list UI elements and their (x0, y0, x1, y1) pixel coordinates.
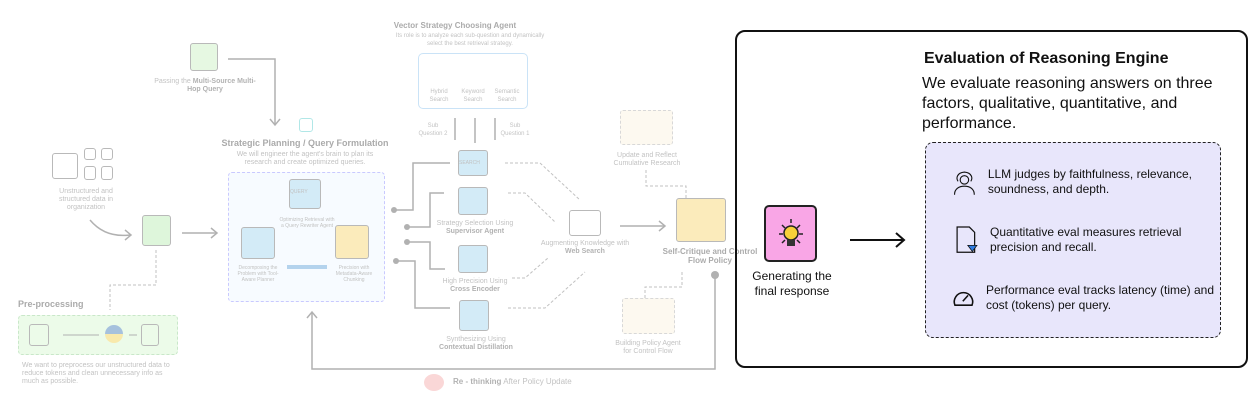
evaluation-factors-box: LLM judges by faithfulness, relevance, s… (925, 142, 1221, 338)
documents-icon (141, 324, 159, 346)
check-query-icon (190, 43, 218, 71)
python-icon (105, 325, 123, 343)
sub-question-2: Sub Question 2 (418, 123, 448, 137)
preprocessing-box (18, 315, 178, 355)
judge-icon (953, 171, 975, 195)
planning-box: QUERY Optimizing Retrieval with a Query … (228, 172, 385, 302)
preprocessing-title: Pre-processing (18, 299, 84, 309)
web-search-icon (569, 210, 601, 236)
code-file-icon (101, 166, 113, 180)
supervisor-icon (458, 187, 488, 215)
files-icon (29, 324, 49, 346)
generate-response-label: Generating the final response (752, 269, 832, 298)
planner-icon (241, 227, 275, 259)
planning-desc: We will engineer the agent's brain to pl… (236, 151, 374, 166)
image-file-icon (84, 148, 96, 160)
bidirectional-arrow-icon (287, 265, 327, 269)
planning-item: Optimizing Retrieval with a Query Rewrit… (279, 217, 335, 229)
update-research-label: Update and Reflect Cumulative Research (613, 152, 681, 167)
policy-agent-icon (622, 298, 675, 334)
update-research-icon (620, 110, 673, 145)
eval-item: Quantitative eval measures retrieval pre… (951, 221, 1220, 259)
planning-item: Precision with Metadata-Aware Chunking (335, 265, 373, 283)
policy-agent-label: Building Policy Agent for Control Flow (615, 340, 681, 355)
evaluation-panel: Generating the final response Evaluation… (735, 30, 1248, 368)
self-critique-icon (676, 198, 726, 242)
vector-agent-desc: Its role is to analyze each sub-question… (395, 33, 545, 47)
planning-item: Decomposing the Problem with Tool-Aware … (237, 265, 279, 283)
document-gem-icon (956, 226, 978, 253)
distillation-icon (459, 300, 489, 331)
eval-item: Performance eval tracks latency (time) a… (951, 279, 1220, 317)
search-icon: SEARCH (458, 150, 488, 176)
chunking-icon (335, 225, 369, 259)
building-icon (52, 153, 78, 179)
brain-icon (424, 374, 444, 391)
option-hybrid-search: Hybrid Search (429, 89, 449, 103)
query-rewriter-icon: QUERY (289, 179, 321, 209)
rethinking-label: Re - thinking After Policy Update (453, 377, 572, 386)
lightbulb-icon (764, 205, 817, 262)
option-semantic-search: Semantic Search (494, 89, 520, 103)
preprocessing-desc: We want to preprocess our unstructured d… (22, 362, 170, 385)
calendar-icon (299, 118, 313, 132)
arrow-right-icon (850, 232, 906, 248)
planning-title: Strategic Planning / Query Formulation (221, 138, 389, 148)
evaluation-title: Evaluation of Reasoning Engine (924, 50, 1169, 67)
web-search-label: Augmenting Knowledge with Web Search (540, 240, 630, 255)
gauge-icon (953, 291, 974, 307)
vector-agent-title: Vector Strategy Choosing Agent (393, 21, 517, 30)
cross-encoder-icon (458, 245, 488, 273)
pipeline-diagram: Passing the Multi-Source Multi-Hop Query… (18, 21, 757, 391)
sub-question-1: Sub Question 1 (500, 123, 530, 137)
self-critique-label: Self-Critique and Control Flow Policy (662, 247, 758, 265)
data-label: Unstructured and structured data in orga… (58, 188, 114, 211)
evaluation-desc: We evaluate reasoning answers on three f… (922, 75, 1213, 132)
table-file-icon (101, 148, 113, 160)
doc-file-icon (84, 166, 96, 180)
eval-item: LLM judges by faithfulness, relevance, s… (951, 163, 1220, 201)
query-label: Passing the Multi-Source Multi-Hop Query (154, 78, 256, 93)
option-keyword-search: Keyword Search (461, 89, 485, 103)
gear-process-icon (142, 215, 171, 246)
connector-lines (89, 58, 719, 370)
vector-options-box: Hybrid Search Keyword Search Semantic Se… (418, 53, 528, 109)
